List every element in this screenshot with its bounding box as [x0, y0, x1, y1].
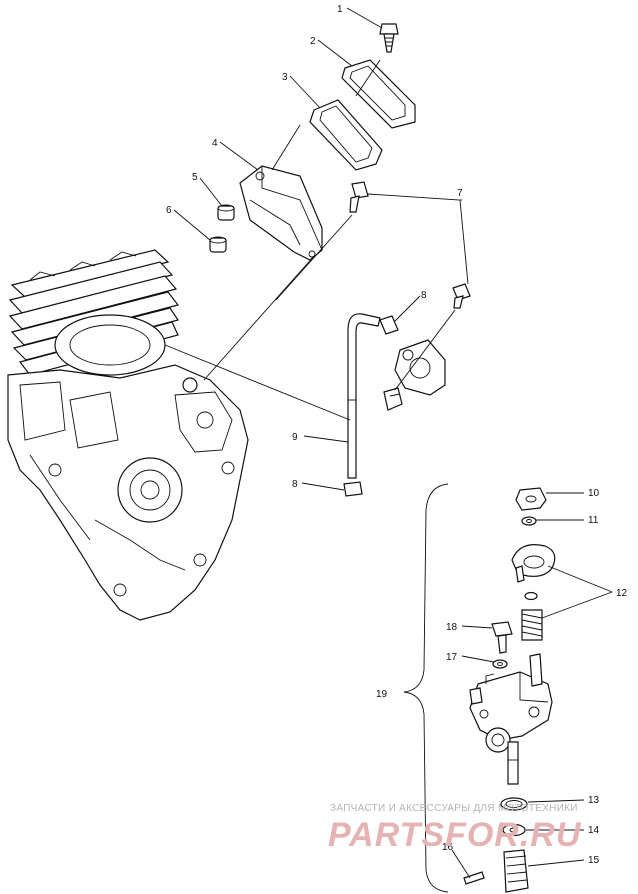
- callout-5: 5: [192, 172, 198, 183]
- callout-1: 1: [337, 4, 343, 15]
- callout-13: 13: [588, 795, 600, 806]
- part-12-lever-plate: [511, 544, 556, 583]
- callout-16: 16: [442, 842, 454, 853]
- part-16-pin: [463, 871, 485, 885]
- part-7-fitting-upper: [349, 181, 369, 213]
- callout-15: 15: [588, 855, 600, 866]
- pump-body: [469, 653, 553, 753]
- part-7-fitting-lower: [452, 283, 471, 309]
- part-1-bolt: [379, 23, 399, 53]
- part-10-nut: [515, 487, 547, 511]
- callout-19: 19: [376, 689, 388, 700]
- leader-fitting-to-pump: [394, 309, 456, 391]
- part-18-screw: [491, 621, 513, 654]
- part-5-grommet: [217, 204, 235, 221]
- callout-14: 14: [588, 825, 600, 836]
- part-3-plate: [309, 99, 383, 171]
- callout-11: 11: [588, 515, 599, 526]
- watermark-caption: ЗАПЧАСТИ И АКСЕССУАРЫ ДЛЯ МОТОТЕХНИКИ: [330, 803, 578, 814]
- callout-8-lower: 8: [292, 479, 298, 490]
- part-14-washer: [502, 823, 526, 837]
- callout-17: 17: [446, 652, 458, 663]
- callout-9: 9: [292, 432, 298, 443]
- part-15-gear: [503, 849, 529, 893]
- callout-12: 12: [616, 588, 628, 599]
- callout-leaders: [173, 7, 613, 879]
- leader-hose-to-fitting: [275, 214, 353, 301]
- part-17-washer: [492, 659, 508, 669]
- callout-numbers: 1 2 3 4 5 6 7 8 9 8 10 11 12 18 17 19 13…: [166, 4, 628, 866]
- watermark-logo: PARTSFOR.RU: [328, 816, 582, 854]
- engine-block: [7, 249, 249, 621]
- part-12-spring: [521, 609, 543, 641]
- crankshaft-housing: [117, 457, 183, 523]
- part-8-clamp-lower: [343, 481, 363, 497]
- callout-18: 18: [446, 622, 458, 633]
- part-11-washer: [521, 516, 537, 526]
- cylinder-bore: [54, 314, 166, 376]
- leader-plate-to-gasket: [355, 59, 381, 97]
- callout-2: 2: [310, 36, 316, 47]
- part-6-grommet: [209, 236, 227, 253]
- part-9-hose: [347, 313, 381, 479]
- watermark: ЗАПЧАСТИ И АКСЕССУАРЫ ДЛЯ МОТОТЕХНИКИ PA…: [328, 803, 582, 854]
- callout-4: 4: [212, 138, 218, 149]
- leader-engine-to-hose: [164, 344, 351, 421]
- callout-6: 6: [166, 205, 172, 216]
- pump-shaft: [507, 741, 519, 785]
- callout-8-upper: 8: [421, 290, 427, 301]
- callout-7: 7: [457, 188, 463, 199]
- part-13-o-ring: [500, 797, 528, 811]
- leader-cover-to-plate: [271, 124, 301, 171]
- assembly-bracket: [403, 483, 449, 893]
- part-4-cover: [239, 165, 323, 261]
- part-2-gasket: [341, 59, 416, 129]
- callout-10: 10: [588, 488, 600, 499]
- part-8-clamp-upper: [379, 315, 399, 335]
- callout-3: 3: [282, 72, 288, 83]
- leader-cover-to-engine: [203, 254, 316, 381]
- oil-pump-upper: [383, 339, 446, 411]
- part-12-washer: [524, 591, 538, 601]
